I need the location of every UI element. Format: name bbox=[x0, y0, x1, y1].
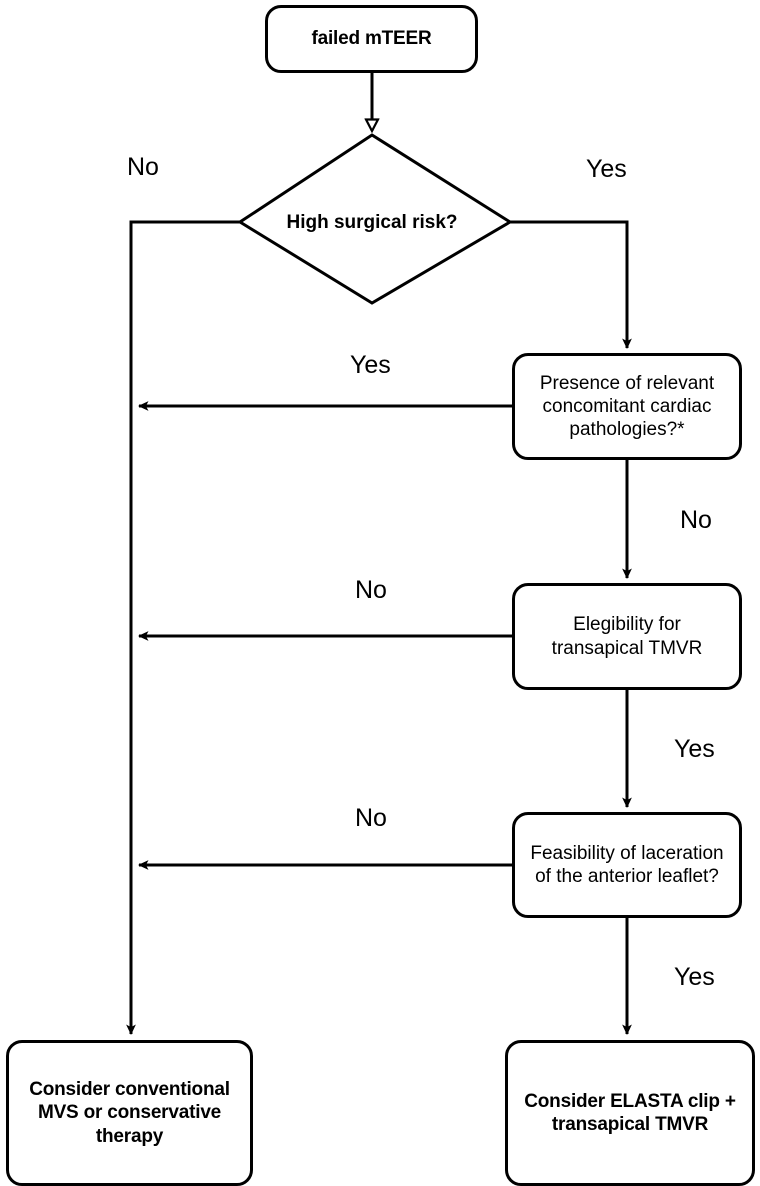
node-line-2: transapical TMVR bbox=[551, 1114, 709, 1135]
node-start-failed-mteer[interactable]: failed mTEER bbox=[265, 5, 478, 73]
edge-decision-yes-to-pathologies bbox=[510, 220, 632, 349]
node-line-1: Consider ELASTA clip + bbox=[524, 1090, 736, 1112]
node-outcome-conventional-label: Consider conventional MVS or conservativ… bbox=[9, 1078, 250, 1148]
node-line-2: concomitant cardiac bbox=[542, 395, 712, 417]
node-eligibility-transapical-tmvr[interactable]: Elegibility for transapical TMVR bbox=[512, 583, 742, 690]
edge-label-laceration-no: No bbox=[355, 804, 387, 832]
edge-label-laceration-yes: Yes bbox=[674, 963, 715, 991]
node-line-1: Feasibility of laceration bbox=[530, 842, 724, 864]
edge-label-pathologies-yes: Yes bbox=[350, 351, 391, 379]
edge-decision-no-spine bbox=[126, 220, 240, 1035]
node-concomitant-pathologies[interactable]: Presence of relevant concomitant cardiac… bbox=[512, 353, 742, 460]
edge-label-eligibility-yes: Yes bbox=[674, 735, 715, 763]
edge-label-pathologies-no: No bbox=[680, 506, 712, 534]
node-start-label: failed mTEER bbox=[311, 28, 432, 50]
node-line-2: of the anterior leaflet? bbox=[535, 866, 719, 887]
edge-label-surgical-risk-yes: Yes bbox=[586, 155, 627, 183]
node-line-1: Consider conventional bbox=[29, 1079, 230, 1101]
node-feasibility-laceration[interactable]: Feasibility of laceration of the anterio… bbox=[512, 812, 742, 918]
decision-diamond-high-surgical-risk bbox=[237, 133, 513, 305]
node-line-2: transapical TMVR bbox=[551, 637, 703, 659]
node-outcome-elasta-clip[interactable]: Consider ELASTA clip + transapical TMVR bbox=[505, 1040, 755, 1186]
node-line-1: Presence of relevant bbox=[539, 372, 715, 394]
node-outcome-conventional-mvs[interactable]: Consider conventional MVS or conservativ… bbox=[6, 1040, 253, 1186]
node-feasibility-label: Feasibility of laceration of the anterio… bbox=[515, 842, 739, 888]
node-line-2: MVS or conservative bbox=[37, 1102, 222, 1124]
edge-label-eligibility-no: No bbox=[355, 576, 387, 604]
decision-label-high-surgical-risk: High surgical risk? bbox=[286, 212, 458, 233]
node-eligibility-label: Elegibility for transapical TMVR bbox=[515, 613, 739, 659]
node-outcome-elasta-label: Consider ELASTA clip + transapical TMVR bbox=[508, 1090, 752, 1136]
node-line-3: therapy bbox=[95, 1125, 164, 1147]
node-concomitant-pathologies-label: Presence of relevant concomitant cardiac… bbox=[515, 372, 739, 442]
node-line-1: Elegibility for bbox=[573, 614, 681, 636]
node-line-3: pathologies?* bbox=[569, 419, 685, 441]
edge-label-surgical-risk-no: No bbox=[127, 153, 159, 181]
